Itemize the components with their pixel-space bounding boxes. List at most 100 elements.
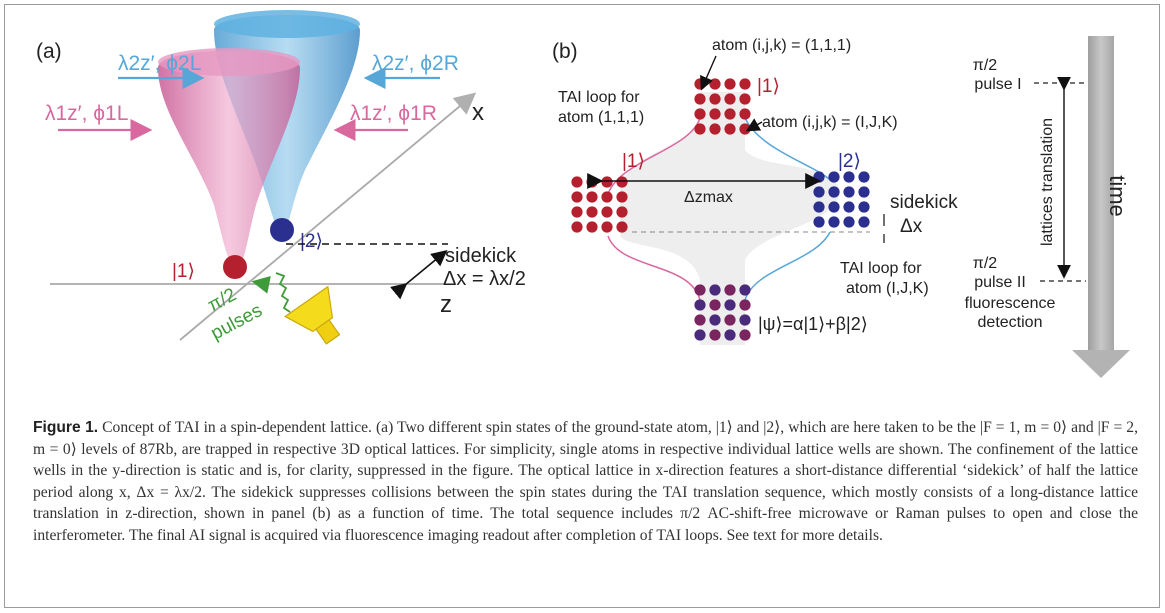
sidekick-arrow: [390, 249, 448, 300]
pulse-I-line1: π/2: [973, 57, 997, 74]
caption-text: Concept of TAI in a spin-dependent latti…: [33, 419, 1138, 544]
caption-label: Figure 1.: [33, 419, 99, 436]
atom-111-pointer: [700, 55, 717, 91]
time-arrow-head: [1072, 350, 1130, 378]
timeline-panel: time π/2 pulse I π/2 pulse II lattices t…: [965, 36, 1130, 378]
lattice-atom-dot: [813, 201, 825, 213]
lattice-atom-dot: [843, 171, 855, 183]
pulse-arrowhead: [251, 275, 271, 294]
lattice-atom-dot: [724, 93, 736, 105]
dx-equation: Δx = λx/2: [443, 268, 526, 290]
lattice-atom-dot: [724, 314, 736, 326]
atom-grid-bottom-superposition: [694, 284, 751, 341]
lattice-atom-dot: [571, 176, 583, 188]
z-axis-label: z: [440, 291, 452, 318]
beam-2L-label: λ2z′, ϕ2L: [118, 52, 201, 75]
state-1-top-label: |1⟩: [757, 76, 780, 97]
panel-b-label: (b): [552, 40, 578, 63]
panel-a-label: (a): [36, 40, 62, 63]
lattice-atom-dot: [739, 329, 751, 341]
lattice-atom-dot: [694, 108, 706, 120]
pulse-II-line1: π/2: [973, 255, 997, 272]
lattice-atom-dot: [586, 176, 598, 188]
lattice-atom-dot: [858, 171, 870, 183]
lattice-atom-dot: [724, 284, 736, 296]
lattice-atom-dot: [828, 201, 840, 213]
atom-grid-left-state1: [571, 176, 628, 233]
x-axis-label: x: [472, 99, 484, 126]
lattice-atom-dot: [724, 78, 736, 90]
lattice-atom-dot: [828, 186, 840, 198]
fluorescence-line2: detection: [978, 314, 1043, 331]
state-2-label: |2⟩: [300, 231, 323, 252]
lattice-atom-dot: [858, 186, 870, 198]
lattice-atom-dot: [571, 191, 583, 203]
lattice-atom-dot: [709, 93, 721, 105]
lattice-atom-dot: [694, 314, 706, 326]
lattice-atom-dot: [616, 206, 628, 218]
time-arrow-shaft: [1088, 36, 1114, 350]
lattice-atom-dot: [586, 191, 598, 203]
beam-2R-label: λ2z′, ϕ2R: [372, 52, 459, 75]
lattice-atom-dot: [828, 171, 840, 183]
lattice-atom-dot: [709, 299, 721, 311]
pink-lattice-potential: [158, 50, 300, 275]
microwave-horn-icon: [284, 285, 341, 345]
lattice-atom-dot: [843, 201, 855, 213]
lattice-atom-dot: [813, 186, 825, 198]
blue-funnel-rim: [214, 10, 360, 38]
lattice-atom-dot: [828, 216, 840, 228]
lattice-atom-dot: [694, 93, 706, 105]
fluorescence-line1: fluorescence: [965, 295, 1056, 312]
lattice-atom-dot: [601, 221, 613, 233]
lattice-atom-dot: [616, 176, 628, 188]
lattice-atom-dot: [709, 78, 721, 90]
lattice-atom-dot: [616, 191, 628, 203]
dz-max-label: Δzmax: [684, 189, 733, 206]
lattices-translation-label: lattices translation: [1039, 118, 1056, 246]
panel-a: (a) x z λ2z′, ϕ2L λ2z′, ϕ2R λ1z′, ϕ1L λ1…: [36, 10, 526, 345]
x-axis: [179, 92, 477, 341]
atom-state-2: [270, 218, 294, 242]
lattice-atom-dot: [724, 299, 736, 311]
lattice-atom-dot: [586, 206, 598, 218]
tai-loop-111-line2: atom (1,1,1): [558, 109, 644, 126]
lattice-atom-dot: [709, 329, 721, 341]
lattice-atom-dot: [724, 108, 736, 120]
lattice-atom-dot: [739, 108, 751, 120]
atom-111-label: atom (i,j,k) = (1,1,1): [712, 37, 851, 54]
lattice-atom-dot: [813, 216, 825, 228]
lattice-atom-dot: [709, 284, 721, 296]
lattice-atom-dot: [843, 186, 855, 198]
lattice-atom-dot: [601, 191, 613, 203]
lattice-atom-dot: [694, 123, 706, 135]
lattice-atom-dot: [739, 299, 751, 311]
psi-equation: |ψ⟩=α|1⟩+β|2⟩: [758, 314, 868, 334]
dx-b-label: Δx: [900, 216, 923, 237]
pulse-I-line2: pulse I: [974, 76, 1021, 93]
lattice-atom-dot: [858, 216, 870, 228]
lattice-atom-dot: [601, 206, 613, 218]
state-1-left-label: |1⟩: [622, 151, 645, 172]
lattice-atom-dot: [724, 123, 736, 135]
lattice-atom-dot: [739, 284, 751, 296]
figure-caption: Figure 1. Concept of TAI in a spin-depen…: [33, 417, 1138, 547]
lattice-atom-dot: [694, 329, 706, 341]
sidekick-b-label: sidekick: [890, 192, 958, 213]
tai-loop-IJK-line1: TAI loop for: [840, 260, 922, 277]
figure-illustration: (a) x z λ2z′, ϕ2L λ2z′, ϕ2R λ1z′, ϕ1L λ1…: [36, 10, 1130, 378]
atom-grid-right-state2: [813, 171, 870, 228]
pulse-wave: [275, 272, 291, 313]
atom-IJK-pointer: [745, 118, 763, 132]
lattice-atom-dot: [709, 108, 721, 120]
atom-state-1: [223, 255, 247, 279]
lattice-atom-dot: [694, 284, 706, 296]
lattice-atom-dot: [571, 206, 583, 218]
lattice-atom-dot: [694, 299, 706, 311]
time-label: time: [1105, 175, 1130, 217]
pulse-II-line2: pulse II: [974, 274, 1026, 291]
lattice-atom-dot: [724, 329, 736, 341]
lattice-atom-dot: [571, 221, 583, 233]
lattice-atom-dot: [709, 314, 721, 326]
state-1-label: |1⟩: [172, 261, 195, 282]
